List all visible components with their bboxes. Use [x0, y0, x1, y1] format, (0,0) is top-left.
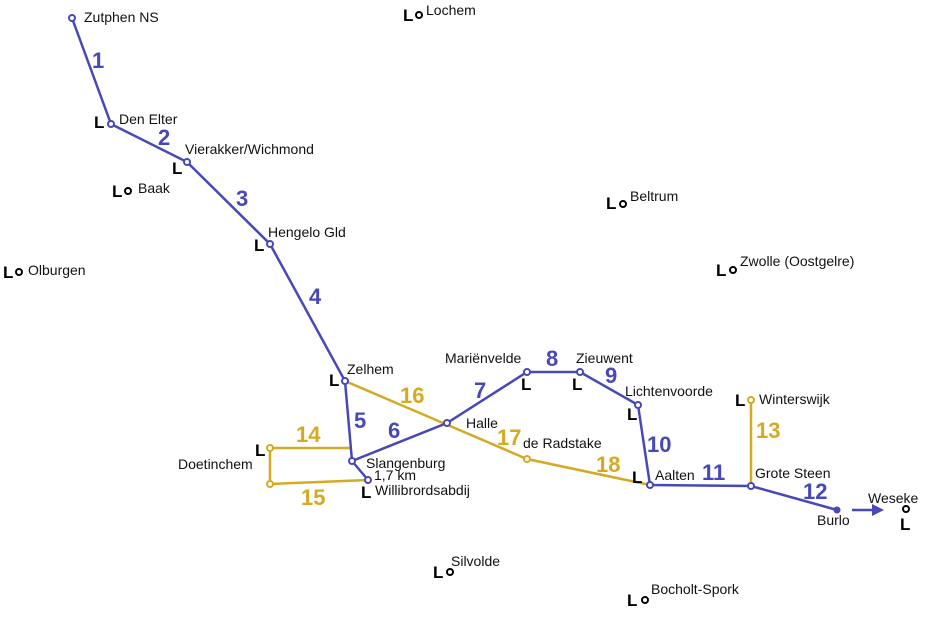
- marker-zelhem: L: [329, 371, 339, 390]
- node-halle: [443, 419, 451, 427]
- label-willibrordsabdij: Willibrordsabdij: [375, 482, 470, 498]
- segment-12: 12: [803, 479, 827, 504]
- marker-zieuwent: L: [572, 375, 582, 394]
- label-hengelo: Hengelo Gld: [268, 224, 346, 240]
- node-grote-steen: [747, 482, 755, 490]
- label-bocholt: Bocholt-Spork: [651, 581, 740, 597]
- dot-bocholt: [641, 596, 649, 604]
- segment-1: 1: [92, 48, 104, 73]
- segment-15: 15: [301, 485, 325, 510]
- segment-13: 13: [756, 418, 780, 443]
- marker-aalten: L: [632, 468, 642, 487]
- marker-weseke: L: [900, 515, 910, 534]
- route-14-15: [268, 446, 369, 486]
- label-lochem: Lochem: [426, 2, 476, 18]
- segment-8: 8: [546, 346, 558, 371]
- dot-lochem: [415, 11, 423, 19]
- segment-3: 3: [236, 186, 248, 211]
- node-zelhem: [341, 377, 349, 385]
- segment-4: 4: [309, 284, 322, 309]
- segment-11: 11: [702, 460, 725, 485]
- marker-zwolle: L: [716, 261, 726, 280]
- label-vierakker: Vierakker/Wichmond: [185, 141, 314, 157]
- label-doetinchem: Doetinchem: [178, 456, 253, 472]
- label-zutphen: Zutphen NS: [84, 9, 159, 25]
- label-burlo: Burlo: [817, 512, 850, 528]
- node-aalten: [646, 481, 654, 489]
- place-labels: Zutphen NS Lochem Den Elter Vierakker/Wi…: [28, 2, 919, 597]
- marker-lochem: L: [403, 6, 413, 25]
- node-den-elter: [107, 120, 115, 128]
- direction-arrow-icon: [872, 504, 884, 516]
- label-slangenburg: Slangenburg: [366, 455, 445, 471]
- label-winterswijk: Winterswijk: [759, 391, 831, 407]
- label-grote-steen: Grote Steen: [755, 465, 831, 481]
- node-radstake: [523, 455, 531, 463]
- label-den-elter: Den Elter: [119, 111, 178, 127]
- dot-beltrum: [619, 200, 627, 208]
- segment-7: 7: [474, 378, 486, 403]
- label-aalten: Aalten: [655, 467, 695, 483]
- node-lichtenvoorde: [634, 401, 642, 409]
- label-zelhem: Zelhem: [347, 361, 394, 377]
- marker-hengelo: L: [254, 236, 264, 255]
- marker-baak: L: [112, 182, 122, 201]
- label-de-radstake: de Radstake: [523, 435, 602, 451]
- segment-17: 17: [497, 425, 521, 450]
- segment-numbers-gold: 13 14 15 16 17 18: [296, 383, 780, 510]
- label-silvolde: Silvolde: [451, 553, 500, 569]
- label-zwolle: Zwolle (Oostgelre): [740, 253, 854, 269]
- segment-18: 18: [596, 452, 620, 477]
- marker-marienvelde: L: [521, 375, 531, 394]
- location-dots: [15, 11, 910, 604]
- label-zieuwent: Zieuwent: [576, 350, 633, 366]
- node-abbey: [364, 476, 372, 484]
- segment-14: 14: [296, 422, 321, 447]
- route-nodes: [68, 14, 841, 514]
- marker-lichtenvoorde: L: [627, 405, 637, 424]
- marker-doetinchem: L: [255, 441, 265, 460]
- dot-olburgen: [15, 268, 23, 276]
- marker-willibrordsabdij: L: [361, 483, 371, 502]
- node-marienvelde: [523, 368, 531, 376]
- label-baak: Baak: [138, 180, 171, 196]
- label-distance: 1,7 km: [374, 467, 416, 483]
- segment-16: 16: [400, 383, 424, 408]
- node-doetinchem-bottom: [266, 480, 274, 488]
- marker-bocholt: L: [627, 591, 637, 610]
- segment-2: 2: [158, 125, 170, 150]
- label-olburgen: Olburgen: [28, 262, 86, 278]
- label-weseke: Weseke: [868, 490, 919, 506]
- node-hengelo: [266, 240, 274, 248]
- node-doetinchem-top: [266, 444, 274, 452]
- label-lichtenvoorde: Lichtenvoorde: [625, 383, 713, 399]
- l-markers: L L L L L L L L L L L L L L L L L L L: [3, 6, 910, 610]
- dot-baak: [124, 187, 132, 195]
- node-zieuwent: [576, 368, 584, 376]
- marker-silvolde: L: [433, 563, 443, 582]
- dot-silvolde: [446, 568, 454, 576]
- route-slangenburg-abbey: [351, 460, 369, 481]
- marker-beltrum: L: [606, 194, 616, 213]
- segment-10: 10: [647, 432, 671, 457]
- node-vierakker: [183, 158, 191, 166]
- dot-weseke: [902, 505, 910, 513]
- segment-9: 9: [605, 363, 617, 388]
- marker-den-elter: L: [94, 113, 104, 132]
- segment-numbers-blue: 1 2 3 4 5 6 7 8 9 10 11 12: [92, 48, 827, 504]
- marker-vierakker: L: [172, 159, 182, 178]
- label-beltrum: Beltrum: [630, 188, 678, 204]
- marker-olburgen: L: [3, 263, 13, 282]
- node-burlo: [833, 506, 841, 514]
- node-zutphen: [68, 14, 76, 22]
- dot-zwolle: [729, 266, 737, 274]
- node-winterswijk: [747, 396, 755, 404]
- node-slangenburg: [348, 457, 356, 465]
- label-halle: Halle: [466, 415, 498, 431]
- segment-5: 5: [354, 408, 366, 433]
- marker-winterswijk: L: [735, 391, 745, 410]
- label-marienvelde: Mariënvelde: [445, 350, 521, 366]
- segment-6: 6: [388, 418, 400, 443]
